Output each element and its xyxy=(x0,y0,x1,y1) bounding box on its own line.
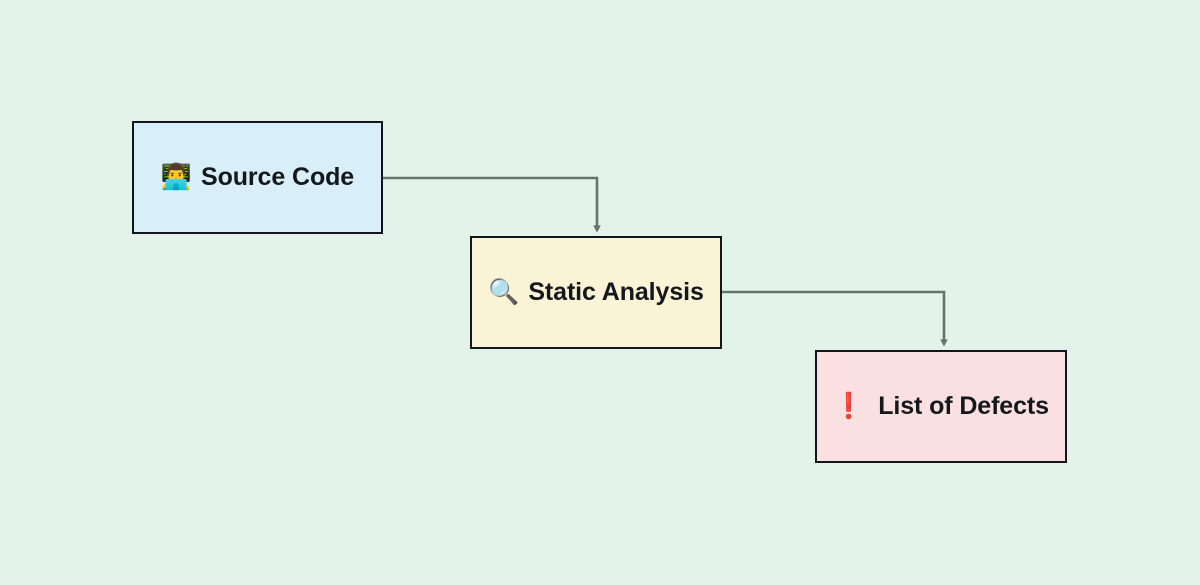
node-source-code[interactable]: 👨‍💻 Source Code xyxy=(132,121,383,234)
node-static-analysis[interactable]: 🔍 Static Analysis xyxy=(470,236,722,349)
node-list-of-defects-content: ❗ List of Defects xyxy=(819,391,1063,421)
magnifying-glass-icon: 🔍 xyxy=(488,278,520,306)
node-list-of-defects[interactable]: ❗ List of Defects xyxy=(815,350,1067,463)
exclamation-mark-icon: ❗ xyxy=(833,392,865,420)
edge-source-to-static xyxy=(383,176,601,233)
technologist-icon: 👨‍💻 xyxy=(160,163,193,191)
edge-static-to-defects xyxy=(722,290,948,347)
node-source-code-label: Source Code xyxy=(201,162,355,191)
node-list-of-defects-label: List of Defects xyxy=(878,391,1049,420)
node-static-analysis-content: 🔍 Static Analysis xyxy=(474,277,718,307)
node-source-code-content: 👨‍💻 Source Code xyxy=(147,162,368,192)
node-static-analysis-label: Static Analysis xyxy=(528,277,704,306)
